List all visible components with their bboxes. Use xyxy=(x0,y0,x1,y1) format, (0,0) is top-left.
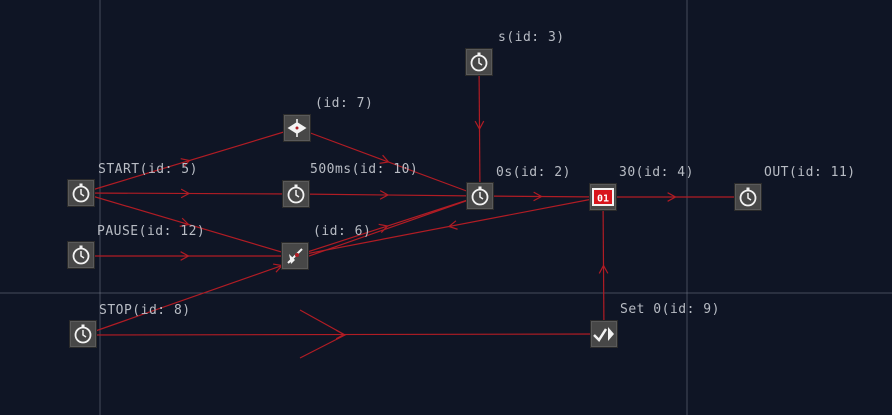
node-label: (id: 7) xyxy=(315,96,374,111)
node-label: (id: 6) xyxy=(313,224,372,239)
wire-arrow xyxy=(533,191,543,202)
stopwatch-icon xyxy=(470,52,488,72)
node-label: 0s(id: 2) xyxy=(496,165,571,180)
node-label: 30(id: 4) xyxy=(619,165,694,180)
counter-display-icon: 01 xyxy=(592,188,614,206)
node-start[interactable] xyxy=(67,179,95,207)
node-6[interactable] xyxy=(281,242,309,270)
wire-arrow xyxy=(179,217,190,227)
wire-arrow xyxy=(180,188,191,199)
node-stop[interactable] xyxy=(69,320,97,348)
wire-arrow xyxy=(379,154,390,164)
stopwatch-icon xyxy=(72,183,90,203)
switch-toggle-icon xyxy=(287,248,303,264)
stopwatch-icon xyxy=(72,245,90,265)
wire-arrow xyxy=(474,120,485,131)
node-7[interactable] xyxy=(283,114,311,142)
node-label: 500ms(id: 10) xyxy=(310,162,419,177)
node-counter[interactable]: 01 xyxy=(589,183,617,211)
stopwatch-icon xyxy=(287,184,305,204)
node-3[interactable] xyxy=(465,48,493,76)
node-pause[interactable] xyxy=(67,241,95,269)
wire-arrow xyxy=(180,251,190,261)
node-500ms[interactable] xyxy=(282,180,310,208)
wire-arrow xyxy=(598,264,609,274)
stopwatch-icon xyxy=(74,324,92,344)
wire-arrow xyxy=(379,190,390,200)
counter-value: 01 xyxy=(597,194,609,205)
wire-arrow xyxy=(378,223,389,233)
node-label: START(id: 5) xyxy=(98,162,198,177)
node-0s[interactable] xyxy=(466,182,494,210)
wire-arrow xyxy=(447,220,458,230)
node-set0[interactable] xyxy=(590,320,618,348)
node-out[interactable] xyxy=(734,183,762,211)
wire-arrow xyxy=(667,192,677,202)
stopwatch-icon xyxy=(471,186,489,206)
wire-arrow-large xyxy=(299,309,347,359)
node-label: Set 0(id: 9) xyxy=(620,302,720,317)
wire-arrow xyxy=(180,158,191,168)
node-label: s(id: 3) xyxy=(498,30,565,45)
set-value-icon xyxy=(593,327,614,342)
node-label: OUT(id: 11) xyxy=(764,165,856,180)
stopwatch-icon xyxy=(739,187,757,207)
node-label: STOP(id: 8) xyxy=(99,303,191,318)
node-label: PAUSE(id: 12) xyxy=(97,224,206,239)
spinning-top-icon xyxy=(287,119,307,137)
